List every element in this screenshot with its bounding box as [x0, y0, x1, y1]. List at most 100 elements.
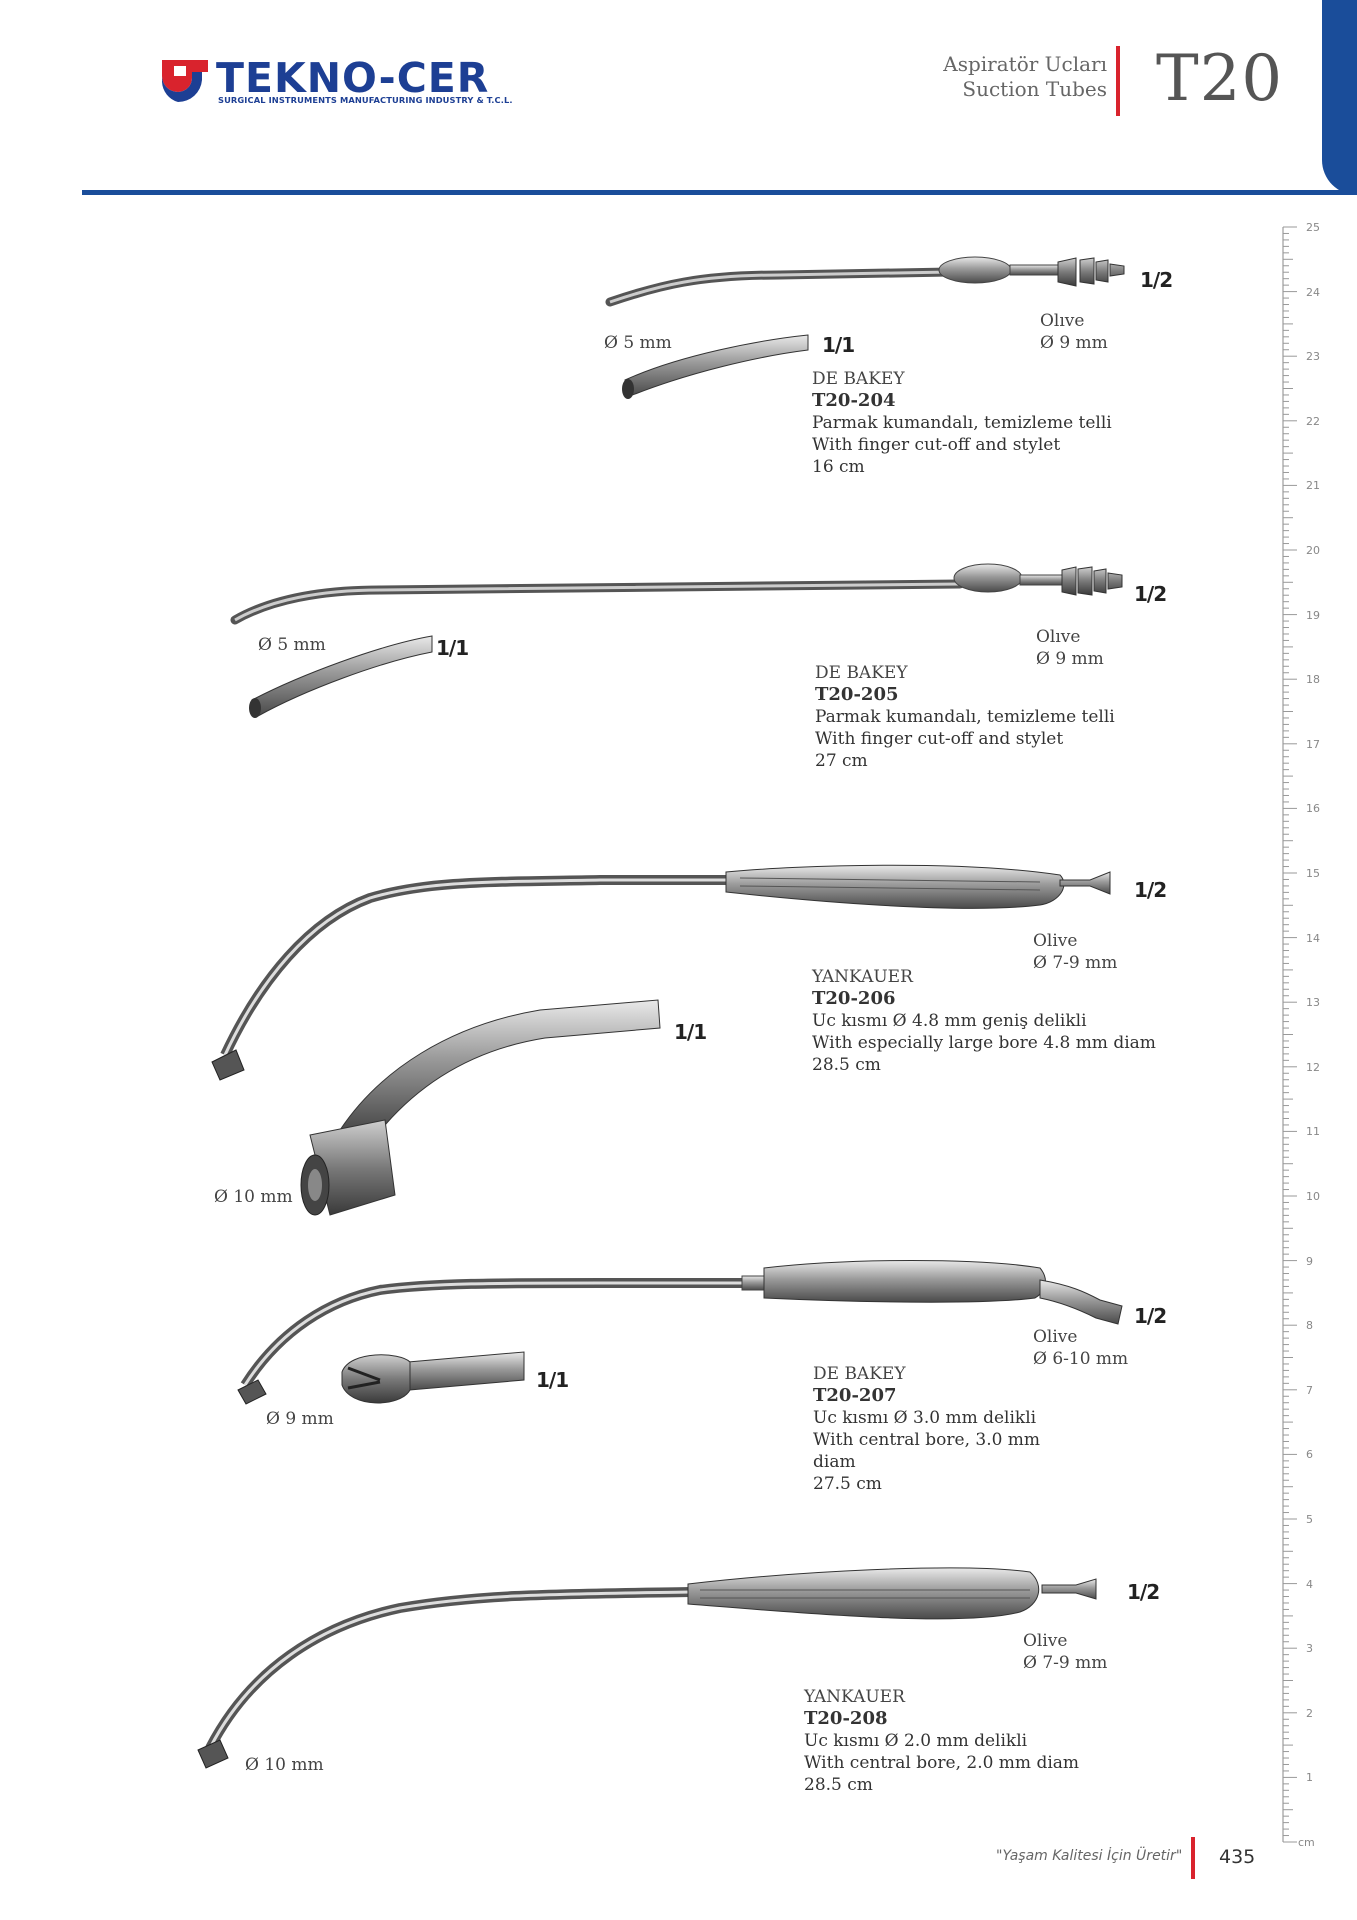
olive-label: Olive Ø 7-9 mm [1033, 930, 1117, 974]
tip-diameter: Ø 9 mm [266, 1409, 334, 1429]
product-t20-204: DE BAKEY T20-204 Parmak kumandalı, temiz… [812, 368, 1112, 478]
brand-name: TEKNO-CER [216, 54, 490, 102]
product-code: T20-206 [812, 988, 896, 1009]
header-divider [1116, 46, 1120, 116]
page-number: 435 [1219, 1846, 1256, 1868]
product-code: T20-205 [815, 684, 899, 705]
product-desc-en: With finger cut-off and stylet [812, 435, 1061, 455]
product-code: T20-204 [812, 390, 896, 411]
product-length: 27 cm [815, 751, 868, 771]
product-desc-en: With central bore, 3.0 mm [813, 1430, 1041, 1450]
ruler-number: 12 [1306, 1060, 1320, 1074]
tip-diameter: Ø 10 mm [245, 1755, 324, 1775]
ruler-number: 23 [1306, 350, 1320, 364]
ruler-number: 8 [1306, 1319, 1313, 1333]
ruler-number: 7 [1306, 1383, 1313, 1397]
section-code: T20 [1156, 42, 1284, 116]
olive-size: Ø 9 mm [1040, 333, 1108, 353]
product-desc-tr: Parmak kumandalı, temizleme telli [815, 707, 1115, 727]
product-length: 28.5 cm [812, 1055, 881, 1075]
footer-slogan: "Yaşam Kalitesi İçin Üretir" [996, 1848, 1183, 1864]
scale-full: 1/1 [822, 333, 855, 357]
ruler-number: 20 [1306, 544, 1320, 557]
header-blue-corner [1322, 0, 1357, 195]
header-rule [82, 190, 1357, 195]
instrument-t20-205 [230, 563, 1123, 718]
ruler-number: 14 [1306, 931, 1320, 945]
product-desc-tr: Uc kısmı Ø 3.0 mm delikli [813, 1408, 1037, 1428]
olive-label: Olıve Ø 9 mm [1040, 310, 1108, 354]
section-title-tr: Aspiratör Ucları [943, 52, 1107, 76]
tip-diameter: Ø 10 mm [214, 1187, 293, 1207]
instrument-t20-208 [197, 1567, 1097, 1769]
olive-size: Ø 7-9 mm [1023, 1653, 1108, 1673]
ruler-number: 17 [1306, 737, 1320, 751]
scale-full: 1/1 [536, 1368, 569, 1392]
product-code: T20-207 [813, 1385, 897, 1406]
product-desc-tr: Uc kısmı Ø 2.0 mm delikli [804, 1731, 1028, 1751]
product-desc-tr: Uc kısmı Ø 4.8 mm geniş delikli [812, 1011, 1087, 1031]
instrument-t20-204 [605, 256, 1125, 399]
tip-diameter: Ø 5 mm [604, 333, 672, 353]
ruler-number: 15 [1306, 867, 1320, 880]
brand-tagline: SURGICAL INSTRUMENTS MANUFACTURING INDUS… [218, 95, 513, 105]
footer-divider [1191, 1837, 1195, 1879]
olive-label-text: Olıve [1036, 627, 1081, 647]
instrument-t20-207 [237, 1260, 1123, 1405]
olive-size: Ø 9 mm [1036, 649, 1104, 669]
scale-half: 1/2 [1134, 878, 1167, 902]
product-t20-208: YANKAUER T20-208 Uc kısmı Ø 2.0 mm delik… [804, 1686, 1079, 1796]
logo-mark-icon [162, 60, 208, 103]
cm-ruler: 25 24 23 22 21 20 19 18 17 16 15 14 13 12 11 10 9 8 7 6 5 4 3 2… [1282, 215, 1320, 1845]
olive-label-text: Olive [1023, 1631, 1068, 1651]
product-length: 16 cm [812, 457, 865, 477]
ruler-number: 22 [1306, 414, 1320, 428]
ruler-number: 6 [1306, 1448, 1313, 1462]
olive-label: Olıve Ø 9 mm [1036, 626, 1104, 670]
section-title: Aspiratör Ucları Suction Tubes [943, 52, 1107, 102]
product-desc-en-2: diam [813, 1452, 856, 1472]
ruler-number: 4 [1306, 1577, 1313, 1591]
ruler-number: 21 [1306, 479, 1320, 493]
ruler-number: 19 [1306, 608, 1320, 622]
olive-label-text: Olıve [1040, 311, 1085, 331]
scale-half: 1/2 [1140, 268, 1173, 292]
ruler-number: 18 [1306, 673, 1320, 687]
ruler-number: 13 [1306, 996, 1320, 1010]
instrument-t20-206 [211, 864, 1111, 1216]
product-t20-205: DE BAKEY T20-205 Parmak kumandalı, temiz… [815, 662, 1115, 772]
section-title-en: Suction Tubes [962, 77, 1107, 101]
ruler-number: 11 [1306, 1125, 1320, 1139]
ruler-unit: cm [1298, 1836, 1315, 1849]
ruler-number: 3 [1306, 1642, 1313, 1656]
olive-size: Ø 7-9 mm [1033, 953, 1118, 973]
product-length: 28.5 cm [804, 1775, 873, 1795]
tip-diameter: Ø 5 mm [258, 635, 326, 655]
ruler-number: 9 [1306, 1254, 1313, 1268]
ruler-number: 10 [1306, 1190, 1320, 1203]
olive-label-text: Olive [1033, 1327, 1078, 1347]
scale-half: 1/2 [1127, 1580, 1160, 1604]
product-brand: YANKAUER [804, 1687, 905, 1707]
product-brand: YANKAUER [812, 967, 913, 987]
olive-label: Olive Ø 7-9 mm [1023, 1630, 1107, 1674]
product-desc-en: With central bore, 2.0 mm diam [804, 1753, 1080, 1773]
product-code: T20-208 [804, 1708, 888, 1729]
scale-full: 1/1 [674, 1020, 707, 1044]
ruler-number: 24 [1306, 285, 1320, 299]
scale-half: 1/2 [1134, 582, 1167, 606]
brand-logo: TEKNO-CER SURGICAL INSTRUMENTS MANUFACTU… [160, 54, 513, 110]
product-brand: DE BAKEY [815, 663, 908, 683]
ruler-number: 25 [1306, 221, 1320, 234]
product-t20-206: YANKAUER T20-206 Uc kısmı Ø 4.8 mm geniş… [812, 966, 1156, 1076]
scale-half: 1/2 [1134, 1304, 1167, 1328]
ruler-number: 5 [1306, 1513, 1313, 1526]
product-brand: DE BAKEY [812, 369, 905, 389]
ruler-number: 2 [1306, 1706, 1313, 1720]
olive-size: Ø 6-10 mm [1033, 1349, 1129, 1369]
product-desc-en: With finger cut-off and stylet [815, 729, 1064, 749]
product-length: 27.5 cm [813, 1474, 882, 1494]
scale-full: 1/1 [436, 636, 469, 660]
ruler-number: 16 [1306, 802, 1320, 816]
